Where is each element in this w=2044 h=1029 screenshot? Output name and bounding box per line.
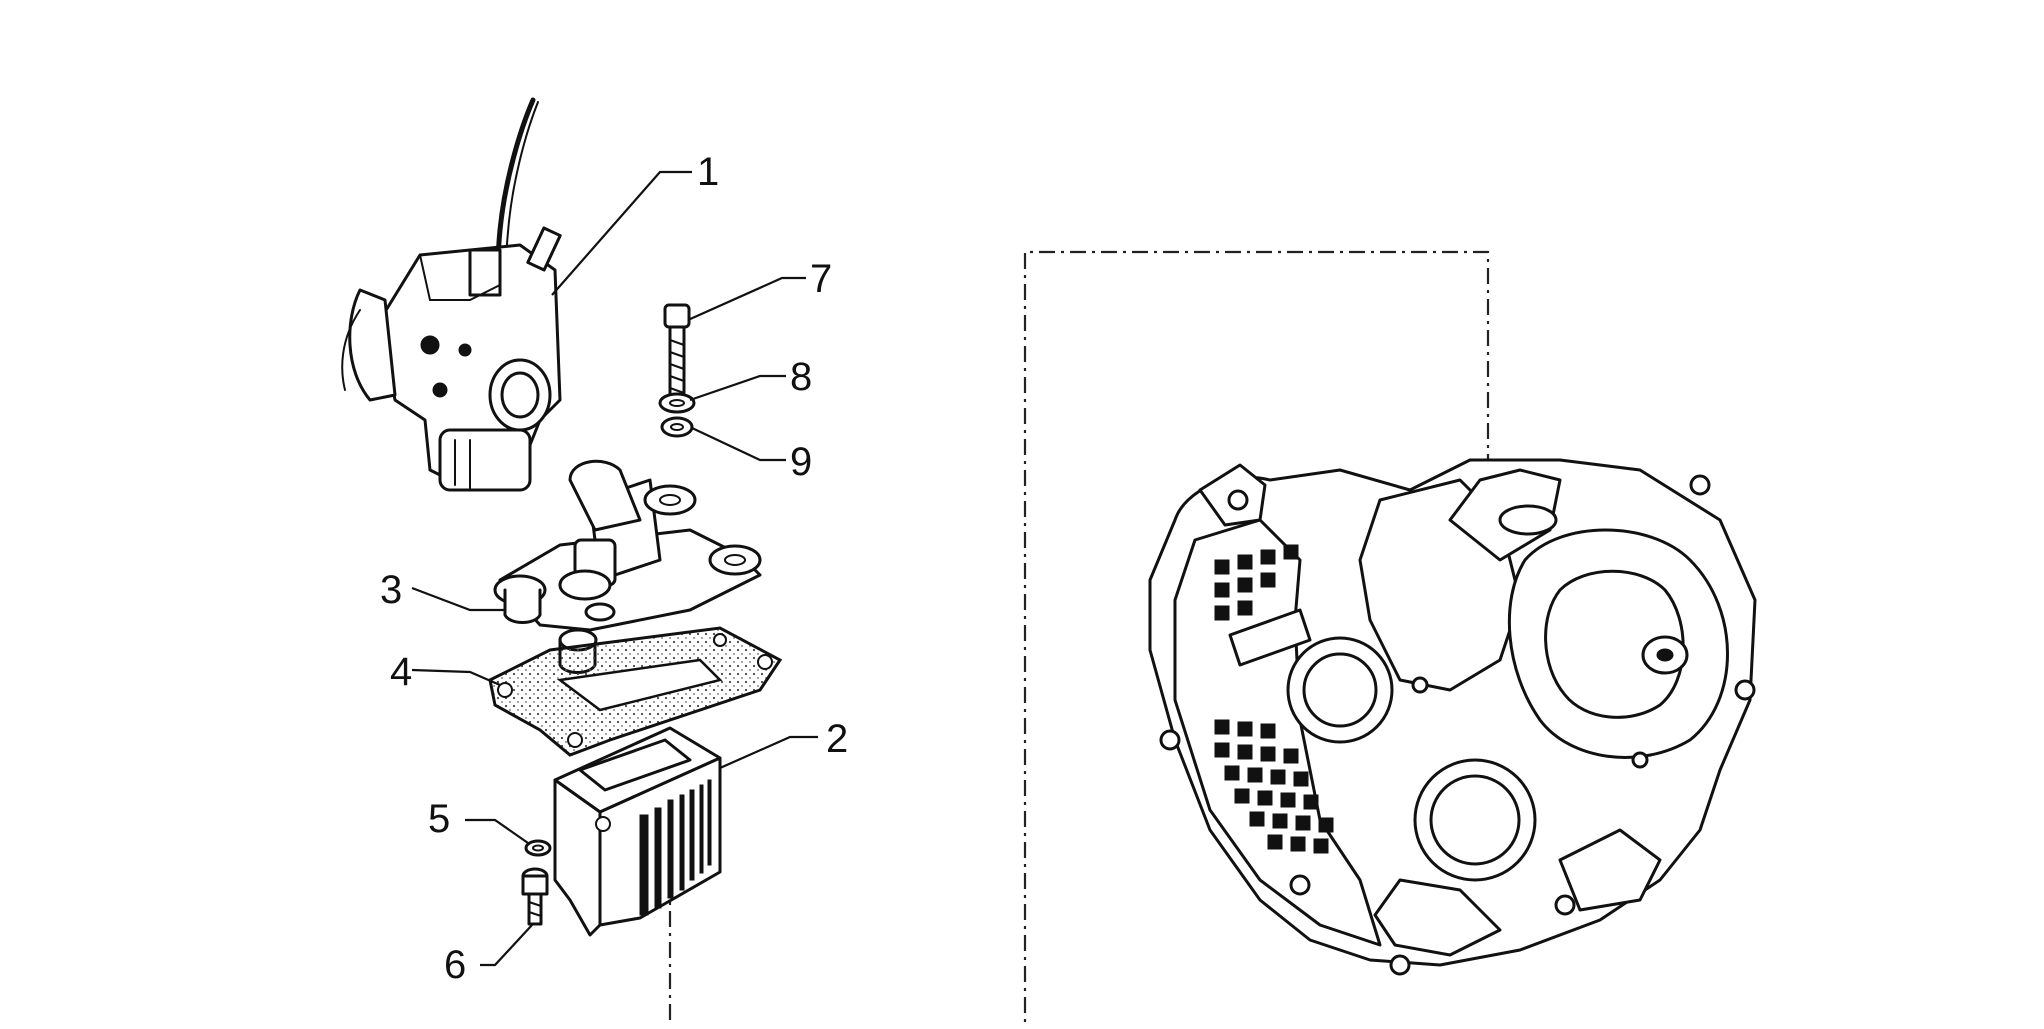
callout-7: 7	[810, 257, 832, 301]
lock-washer-part	[660, 416, 694, 438]
gasket-part	[488, 626, 783, 757]
crankcase-part	[1148, 458, 1757, 976]
screw-part	[521, 867, 549, 926]
leader-lines	[411, 170, 818, 967]
callout-8: 8	[790, 355, 812, 399]
washer-part	[524, 839, 552, 857]
bolt-part	[663, 303, 691, 404]
callout-1: 1	[697, 150, 719, 194]
callout-5: 5	[428, 797, 450, 841]
callout-3: 3	[380, 568, 402, 612]
carburetor-part	[341, 97, 562, 492]
callout-2: 2	[826, 717, 848, 761]
callout-9: 9	[790, 440, 812, 484]
cooling-grid	[1214, 544, 1334, 854]
callout-6: 6	[444, 943, 466, 987]
callout-4: 4	[390, 650, 412, 694]
washer-part	[658, 392, 696, 414]
reed-valve-block-part	[553, 726, 722, 937]
assembly-dash-line	[668, 250, 1490, 1029]
